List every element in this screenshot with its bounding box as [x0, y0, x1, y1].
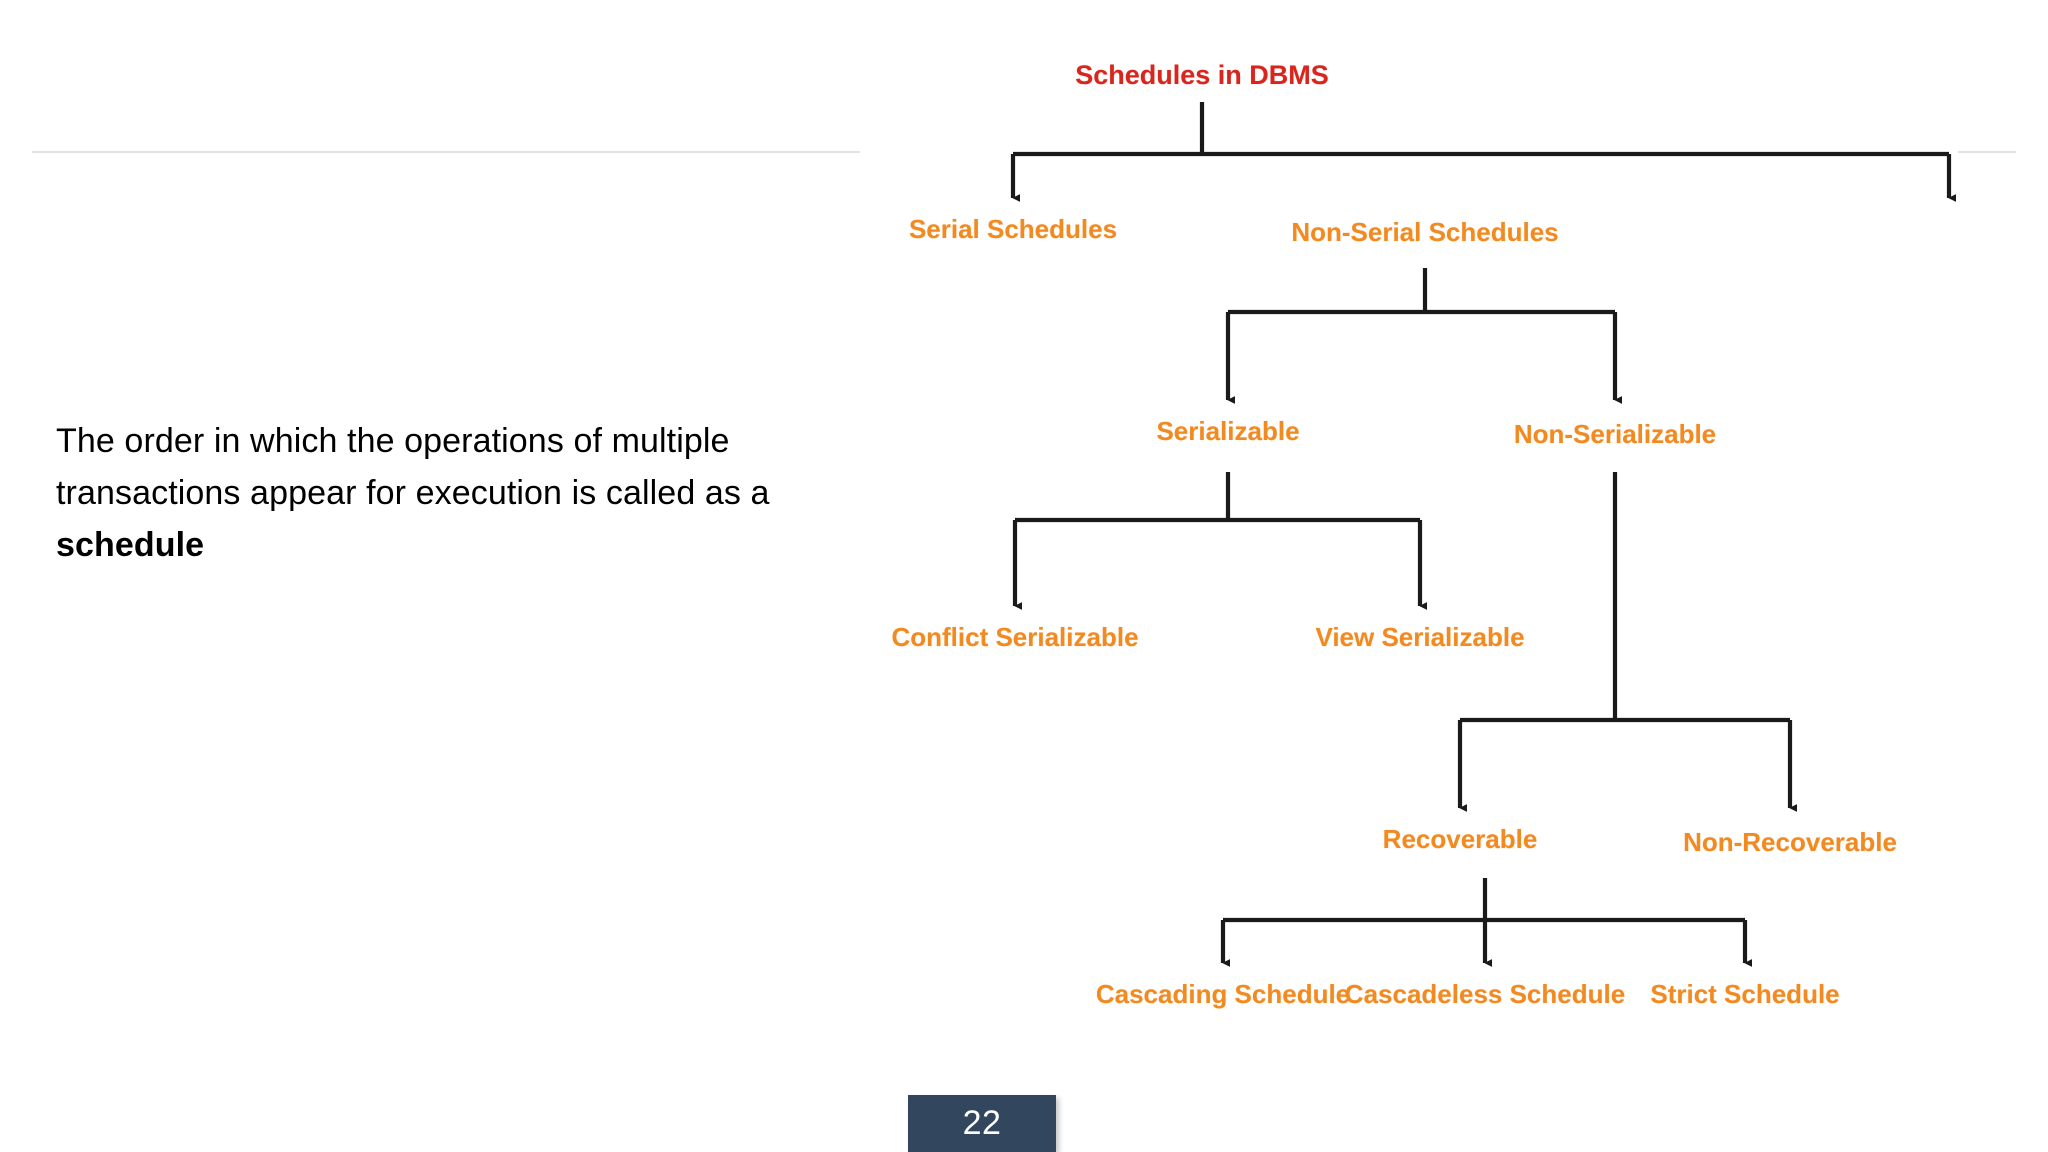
header-divider-right: [1958, 151, 2016, 153]
node-label-conflict-serializable: Conflict Serializable: [891, 622, 1139, 652]
node-label-serializable: Serializable: [1156, 416, 1300, 446]
node-label-root: Schedules in DBMS: [1075, 60, 1329, 90]
body-text: The order in which the operations of mul…: [56, 415, 876, 571]
page-number-badge: 22: [908, 1095, 1056, 1152]
node-label-recoverable: Recoverable: [1382, 824, 1538, 854]
schedules-hierarchy-diagram: Schedules in DBMS Serial Schedules Non-S…: [860, 20, 2020, 1110]
node-label-serial-schedules: Serial Schedules: [908, 214, 1118, 244]
diagram-connectors: [1010, 102, 1956, 967]
node-label-non-serializable: Non-Serializable: [1513, 419, 1717, 449]
node-label-cascadeless-schedule: Cascadeless Schedule: [1344, 979, 1626, 1009]
body-text-lead: The order in which the operations of mul…: [56, 422, 770, 512]
page-number-text: 22: [962, 1104, 1002, 1142]
node-label-non-recoverable: Non-Recoverable: [1683, 827, 1897, 857]
node-label-view-serializable: View Serializable: [1315, 622, 1525, 652]
body-text-emphasis: schedule: [56, 526, 205, 564]
node-label-strict-schedule: Strict Schedule: [1650, 979, 1840, 1009]
node-label-cascading-schedule: Cascading Schedule: [1095, 979, 1351, 1009]
node-label-non-serial-schedules: Non-Serial Schedules: [1291, 217, 1559, 247]
header-divider-left: [32, 151, 860, 153]
